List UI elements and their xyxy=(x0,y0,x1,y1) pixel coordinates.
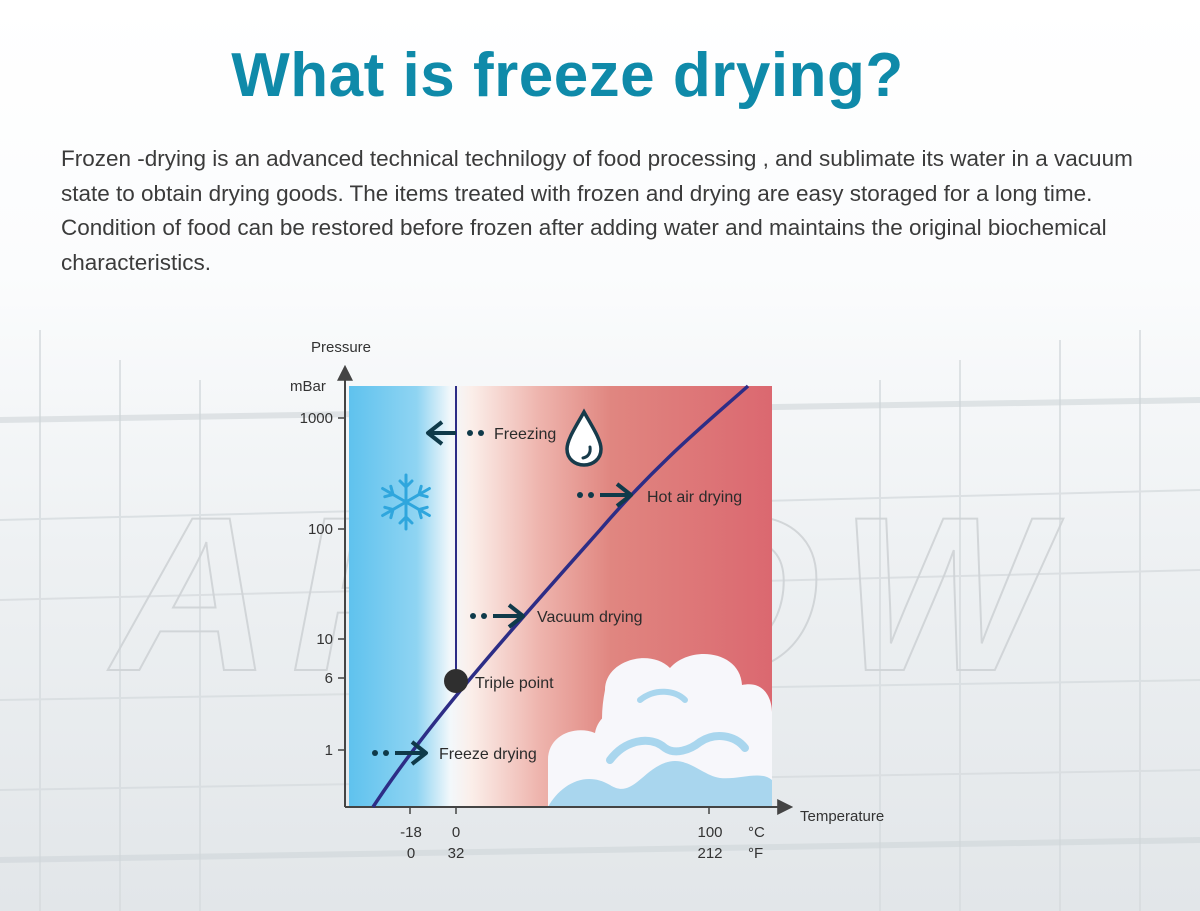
x-axis-title: Temperature xyxy=(800,808,884,825)
water-drop-icon xyxy=(565,408,603,467)
x-unit-c: °C xyxy=(748,824,765,841)
y-axis-unit: mBar xyxy=(290,378,326,395)
freezing-arrow-icon xyxy=(426,420,484,446)
x-tick-label-f: 212 xyxy=(697,845,722,862)
hot-air-drying-label: Hot air drying xyxy=(647,489,742,506)
y-tick-label: 10 xyxy=(316,631,333,648)
intro-paragraph: Frozen -drying is an advanced technical … xyxy=(61,146,1133,275)
x-unit-f: °F xyxy=(748,845,763,862)
triple-point-label: Triple point xyxy=(475,675,554,692)
x-tick-label-c: 100 xyxy=(697,824,722,841)
page-title: What is freeze drying? xyxy=(231,41,904,110)
vacuum-drying-arrow-icon xyxy=(470,603,525,629)
freeze-drying-arrow-icon xyxy=(372,740,428,766)
snowflake-icon xyxy=(381,473,431,531)
y-axis-title: Pressure xyxy=(311,339,371,356)
hot-air-drying-arrow-icon xyxy=(577,482,633,508)
x-tick-label-f: 0 xyxy=(407,845,415,862)
y-tick-label: 1000 xyxy=(300,410,333,427)
y-tick-label: 100 xyxy=(308,521,333,538)
cloud-illustration xyxy=(548,653,772,807)
x-tick-label-c: 0 xyxy=(452,824,460,841)
y-tick-label: 1 xyxy=(325,742,333,759)
y-tick-label: 6 xyxy=(325,670,333,687)
x-tick-label-f: 32 xyxy=(448,845,465,862)
vacuum-drying-label: Vacuum drying xyxy=(537,609,643,626)
phase-curve xyxy=(371,384,750,808)
triple-point-marker xyxy=(444,669,468,693)
x-tick-label-c: -18 xyxy=(400,824,422,841)
freeze-drying-label: Freeze drying xyxy=(439,746,537,763)
freezing-label: Freezing xyxy=(494,426,556,443)
